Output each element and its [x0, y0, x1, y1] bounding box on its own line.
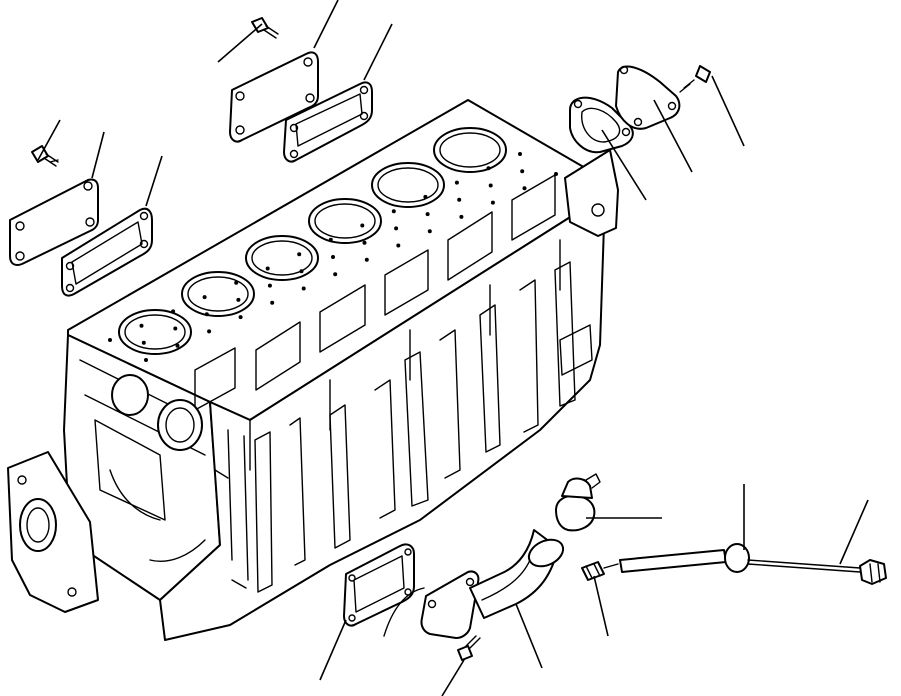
- deck-bolt-hole: [299, 269, 304, 274]
- deck-bolt-hole: [234, 280, 239, 285]
- deck-bolt-hole: [427, 229, 432, 234]
- deck-bolt-hole: [297, 252, 302, 257]
- deck-bolt-hole: [396, 243, 401, 248]
- side-cover-gasket-left: [61, 207, 153, 297]
- deck-bolt-hole: [173, 326, 178, 331]
- crankcase-webs: [194, 174, 593, 593]
- filler-cap: [555, 473, 601, 532]
- deck-bolt-hole: [267, 283, 272, 288]
- deck-bolt-hole: [457, 197, 462, 202]
- deck-bolt-hole: [360, 223, 365, 228]
- rear-cover-plate: [615, 65, 681, 130]
- deck-bolt-holes: [108, 152, 558, 362]
- cylinder-bores: [118, 127, 507, 355]
- dipstick-assembly: [581, 543, 887, 585]
- cylinder-bore-2: [181, 271, 255, 317]
- deck-bolt-hole: [520, 169, 525, 174]
- deck-bolt-hole: [144, 358, 148, 362]
- cylinder-block: [63, 99, 619, 641]
- bolt-left: [31, 145, 59, 167]
- deck-bolt-hole: [328, 237, 333, 242]
- deck-bolt-hole: [175, 343, 180, 348]
- deck-bolt-hole: [204, 312, 209, 317]
- deck-bolt-hole: [238, 315, 243, 320]
- leader-lines: [37, 0, 869, 696]
- deck-bolt-hole: [364, 257, 369, 262]
- side-cover-gasket-center: [283, 81, 373, 163]
- cylinder-bore-3: [245, 235, 319, 281]
- deck-bolt-hole: [331, 255, 335, 259]
- deck-bolt-hole: [139, 323, 144, 328]
- cylinder-bore-6: [433, 127, 507, 173]
- deck-bolt-hole: [459, 214, 464, 219]
- cylinder-bore-4: [308, 198, 382, 244]
- deck-bolt-hole: [270, 300, 275, 305]
- deck-bolt-hole: [486, 166, 491, 171]
- deck-bolt-hole: [394, 226, 399, 231]
- deck-bolt-hole: [425, 212, 430, 217]
- deck-bolt-hole: [265, 266, 270, 271]
- deck-bolt-hole: [207, 329, 212, 334]
- deck-bolt-hole: [333, 272, 338, 277]
- bolt-center: [251, 17, 279, 39]
- deck-bolt-hole: [236, 297, 241, 302]
- cylinder-bore-1: [118, 309, 192, 355]
- rear-cover-gasket: [569, 96, 634, 154]
- deck-bolt-hole: [423, 194, 428, 199]
- side-cover-left: [9, 178, 99, 266]
- front-flange-plate: [7, 451, 99, 613]
- pan-rail: [159, 379, 591, 641]
- deck-bolt-hole: [202, 295, 207, 300]
- deck-bolt-hole: [362, 240, 367, 245]
- cylinder-bore-5: [371, 162, 445, 208]
- deck-bolt-hole: [141, 340, 146, 345]
- deck-bolt-hole: [108, 338, 112, 342]
- deck-bolt-hole: [454, 180, 459, 185]
- block-front-details: [79, 359, 206, 562]
- deck-bolt-hole: [490, 200, 495, 205]
- elbow-bolt: [457, 635, 481, 661]
- deck-bolt-hole: [522, 186, 527, 191]
- water-outlet-gasket: [343, 543, 415, 627]
- oil-filler-elbow: [383, 529, 565, 639]
- deck-bolt-hole: [488, 183, 493, 188]
- deck-bolt-hole: [301, 286, 306, 291]
- deck-bolt-hole: [518, 152, 522, 156]
- bolt-right: [679, 65, 711, 93]
- deck-bolt-hole: [171, 309, 176, 314]
- deck-bolt-hole: [391, 209, 396, 214]
- side-cover-center: [229, 51, 319, 143]
